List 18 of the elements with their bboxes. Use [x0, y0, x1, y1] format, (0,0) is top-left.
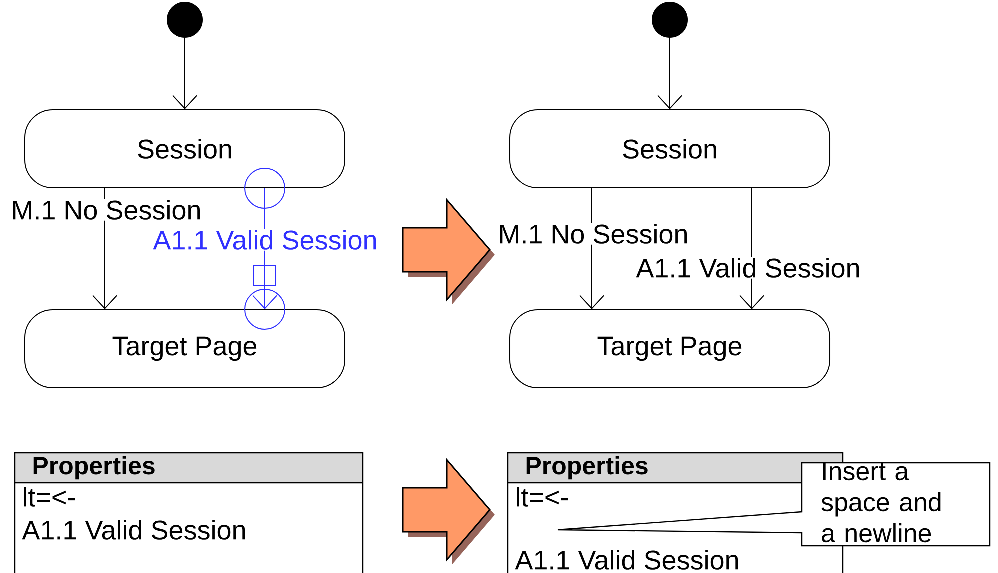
property-text: A1.1 Valid Session	[515, 550, 738, 570]
properties-panel	[14, 452, 364, 573]
edge-label: A1.1 Valid Session	[152, 229, 379, 251]
arrow	[172, 38, 198, 110]
start-dot	[167, 2, 203, 38]
property-text: A1.1 Valid Session	[22, 520, 246, 540]
state-box: Target Page	[24, 310, 346, 388]
panel-heading: Properties	[34, 456, 155, 480]
property-text: lt=<-	[24, 487, 76, 507]
arrow	[658, 38, 682, 110]
node-label: Insert a space and a newline	[822, 462, 941, 543]
edge-label: M.1 No Session	[497, 223, 690, 245]
state-box: Session	[510, 110, 830, 188]
state-box: Target Page	[510, 310, 830, 388]
edge-label: M.1 No Session	[10, 199, 203, 221]
edge-label: A1.1 Valid Session	[635, 257, 862, 279]
state-box: Session	[24, 110, 346, 188]
start-dot	[652, 2, 688, 38]
